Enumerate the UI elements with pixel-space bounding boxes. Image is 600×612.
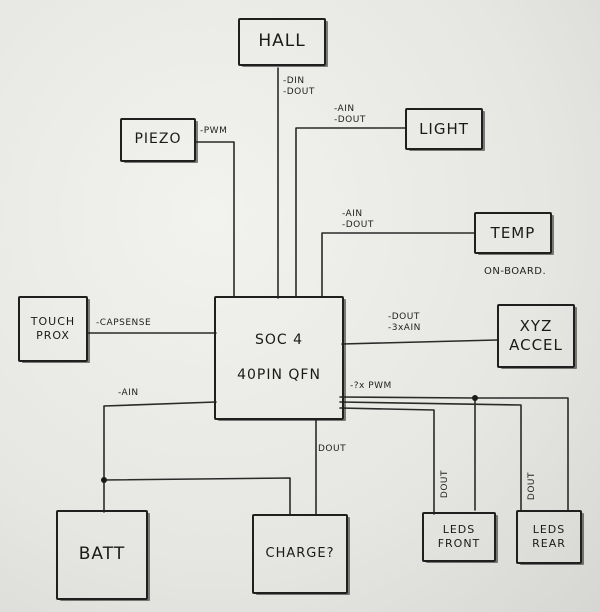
hall-signal-note: -DIN -DOUT <box>283 76 315 97</box>
temp-onboard-note: ON-BOARD. <box>484 266 547 277</box>
hall-box: HALL <box>238 18 326 66</box>
wire-piezo <box>194 141 235 297</box>
leds-rear-label: LEDS REAR <box>532 523 566 550</box>
wire-leds-front-dout <box>339 407 435 515</box>
temp-signal-note: -AIN -DOUT <box>342 209 374 230</box>
leds-front-box: LEDS FRONT <box>422 512 496 562</box>
charge-signal-note: DOUT <box>318 444 347 454</box>
wire-temp <box>321 232 475 297</box>
temp-label: TEMP <box>490 223 536 242</box>
soc-box: SOC 4 40PIN QFN <box>214 296 344 420</box>
batt-signal-note: -AIN <box>118 388 139 398</box>
leds-rear-box: LEDS REAR <box>516 510 582 564</box>
batt-box: BATT <box>56 510 148 600</box>
hall-label: HALL <box>258 31 306 52</box>
junction-dot-batt <box>101 477 107 483</box>
charge-box: CHARGE? <box>252 514 348 594</box>
xyz-accel-label: XYZ ACCEL <box>509 317 563 354</box>
light-signal-note: -AIN -DOUT <box>334 104 366 125</box>
touch-prox-box: TOUCH PROX <box>18 296 88 362</box>
xyz-accel-box: XYZ ACCEL <box>497 304 575 368</box>
pwm-signal-note: -?x PWM <box>350 381 392 391</box>
leds-front-label: LEDS FRONT <box>437 523 481 550</box>
charge-label: CHARGE? <box>265 545 335 561</box>
junction-dot-pwm <box>472 395 478 401</box>
soc-label: SOC 4 40PIN QFN <box>237 331 321 383</box>
wire-batt-ain <box>103 401 217 513</box>
xyz-signal-note: -DOUT -3xAIN <box>388 312 421 333</box>
temp-box: TEMP <box>474 212 552 254</box>
piezo-signal-note: -PWM <box>200 126 228 136</box>
piezo-label: PIEZO <box>134 131 182 148</box>
wire-batt-charge <box>103 477 291 515</box>
light-label: LIGHT <box>419 119 469 138</box>
light-box: LIGHT <box>405 108 483 150</box>
wire-pwm-rear <box>339 401 522 511</box>
wire-light <box>295 127 406 297</box>
batt-label: BATT <box>78 544 126 565</box>
wire-xyz <box>341 339 498 345</box>
touch-prox-label: TOUCH PROX <box>30 315 76 342</box>
touch-signal-note: -CAPSENSE <box>96 318 152 328</box>
piezo-box: PIEZO <box>120 118 196 162</box>
leds-front-dout-note: DOUT <box>440 470 450 499</box>
wire-pwm-bus <box>339 396 569 511</box>
leds-rear-dout-note: DOUT <box>527 472 537 501</box>
